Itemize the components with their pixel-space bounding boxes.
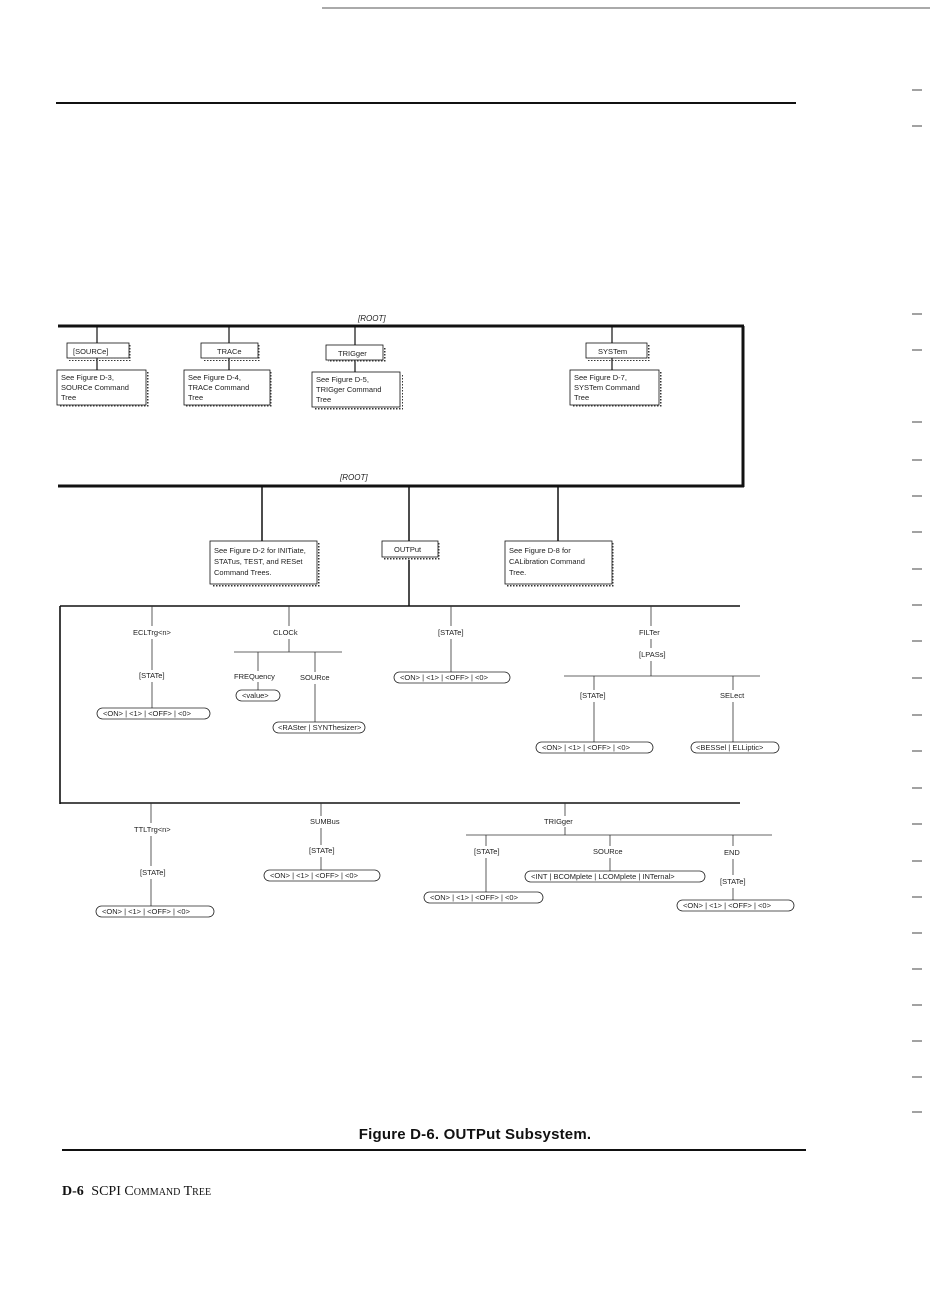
value-param: <value> — [242, 691, 269, 700]
page-number: D-6 — [62, 1184, 84, 1199]
ttltrg-label: TTLTrg<n> — [134, 825, 171, 834]
ttl-state-label: [STATe] — [140, 868, 166, 877]
svg-text:SOURCe Command: SOURCe Command — [61, 383, 129, 392]
footer-title: SCPI Command Tree — [91, 1184, 212, 1199]
node-trigger-label: TRIGger — [338, 349, 367, 358]
out-state-label: [STATe] — [438, 628, 464, 637]
svg-text:STATus, TEST, and RESet: STATus, TEST, and RESet — [214, 557, 303, 566]
svg-text:TRACe Command: TRACe Command — [188, 383, 249, 392]
svg-text:Tree: Tree — [188, 393, 203, 402]
svg-text:Tree: Tree — [61, 393, 76, 402]
sum-state-label: [STATe] — [309, 846, 335, 855]
figure-caption: Figure D-6. OUTPut Subsystem. — [358, 1126, 592, 1143]
filter-label: FILTer — [639, 628, 660, 637]
svg-text:See Figure D-2 for INITiate,: See Figure D-2 for INITiate, — [214, 546, 306, 555]
svg-text:See Figure D-5,: See Figure D-5, — [316, 375, 369, 384]
ecltrg-label: ECLTrg<n> — [133, 628, 172, 637]
node-output-label: OUTPut — [394, 545, 422, 554]
note-trigger-tree: See Figure D-5, TRIGger Command Tree — [311, 371, 403, 410]
node-source: [SOURCe] — [66, 342, 132, 361]
svg-text:See Figure D-4,: See Figure D-4, — [188, 373, 241, 382]
trig-state-label: [STATe] — [474, 847, 500, 856]
ecl-state-label: [STATe] — [139, 671, 165, 680]
end-values: <ON> | <1> | <OFF> | <0> — [683, 901, 772, 910]
svg-text:Tree.: Tree. — [509, 568, 526, 577]
note-calibration-tree: See Figure D-8 for CALibration Command T… — [504, 540, 615, 587]
node-output: OUTPut — [381, 540, 441, 560]
node-trace: TRACe — [200, 342, 261, 361]
select-label: SELect — [720, 691, 745, 700]
node-source-label: [SOURCe] — [73, 347, 108, 356]
note-source-tree: See Figure D-3, SOURCe Command Tree — [56, 369, 149, 408]
filter-state-values: <ON> | <1> | <OFF> | <0> — [542, 743, 631, 752]
ttl-values: <ON> | <1> | <OFF> | <0> — [102, 907, 191, 916]
clock-source-label: SOURce — [300, 673, 330, 682]
note-system-tree: See Figure D-7, SYSTem Command Tree — [569, 369, 662, 408]
node-system-label: SYSTem — [598, 347, 627, 356]
out-state-values: <ON> | <1> | <OFF> | <0> — [400, 673, 489, 682]
note-trace-tree: See Figure D-4, TRACe Command Tree — [183, 369, 273, 408]
page-footer: D-6 SCPI Command Tree — [62, 1184, 211, 1200]
clock-label: CLOCk — [273, 628, 298, 637]
node-trace-label: TRACe — [217, 347, 242, 356]
svg-text:Command Trees.: Command Trees. — [214, 568, 272, 577]
trig-source-values: <INT | BCOMplete | LCOMplete | INTernal> — [531, 872, 675, 881]
ecl-values: <ON> | <1> | <OFF> | <0> — [103, 709, 192, 718]
svg-text:Tree: Tree — [316, 395, 331, 404]
note-initiate-trees: See Figure D-2 for INITiate, STATus, TES… — [209, 540, 320, 587]
trigger-label: TRIGger — [544, 817, 573, 826]
end-label: END — [724, 848, 740, 857]
svg-text:See Figure D-8 for: See Figure D-8 for — [509, 546, 571, 555]
clock-source-values: <RASter | SYNThesizer> — [278, 723, 362, 732]
svg-text:Tree: Tree — [574, 393, 589, 402]
svg-text:TRIGger Command: TRIGger Command — [316, 385, 381, 394]
node-system: SYSTem — [585, 342, 650, 361]
svg-text:See Figure D-3,: See Figure D-3, — [61, 373, 114, 382]
svg-text:SYSTem Command: SYSTem Command — [574, 383, 640, 392]
margin-ticks — [912, 89, 922, 1113]
svg-text:See Figure D-7,: See Figure D-7, — [574, 373, 627, 382]
sum-values: <ON> | <1> | <OFF> | <0> — [270, 871, 359, 880]
node-trigger: TRIGger — [325, 344, 386, 363]
end-state-label: [STATe] — [720, 877, 746, 886]
lpass-label: [LPASs] — [639, 650, 666, 659]
root-label-2: [ROOT] — [339, 473, 368, 482]
select-values: <BESSel | ELLiptic> — [696, 743, 764, 752]
root-label-1: [ROOT] — [357, 314, 386, 323]
filter-state-label: [STATe] — [580, 691, 606, 700]
trig-state-values: <ON> | <1> | <OFF> | <0> — [430, 893, 519, 902]
frequency-label: FREQuency — [234, 672, 275, 681]
svg-text:CALibration Command: CALibration Command — [509, 557, 585, 566]
sumbus-label: SUMBus — [310, 817, 340, 826]
trig-source-label: SOURce — [593, 847, 623, 856]
